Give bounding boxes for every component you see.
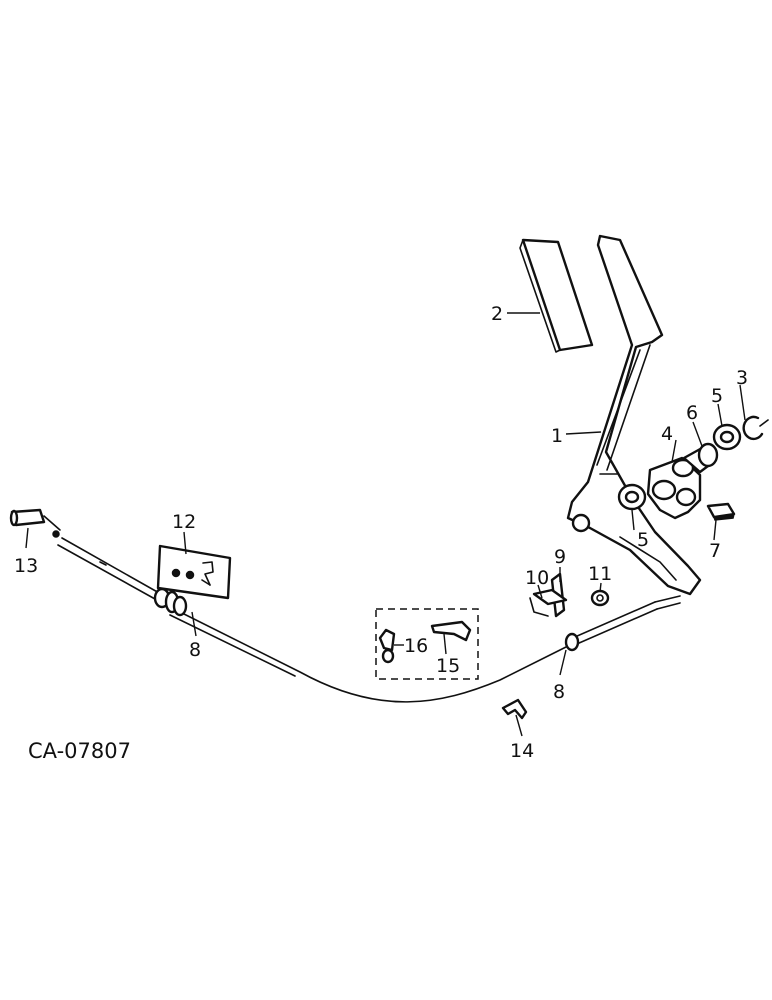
retaining-ring	[742, 415, 769, 441]
callout-2: 2	[491, 303, 503, 325]
pedal-lever	[566, 234, 702, 596]
pivot-bracket	[646, 456, 702, 520]
bushing	[682, 442, 719, 474]
callout-8-left: 8	[189, 639, 201, 661]
callout-15: 15	[436, 655, 460, 677]
clip-kit-box	[375, 608, 479, 680]
callout-6: 6	[686, 402, 698, 424]
callout-12: 12	[172, 511, 196, 533]
callout-16: 16	[404, 635, 428, 657]
callout-5-lower: 5	[637, 529, 649, 551]
nut	[590, 589, 610, 607]
callout-4: 4	[661, 423, 673, 445]
callout-14: 14	[510, 740, 534, 762]
callout-1: 1	[551, 425, 563, 447]
washer-left	[617, 483, 647, 511]
pedal-pad	[519, 238, 594, 353]
cable-clip	[501, 698, 528, 720]
washer-right	[712, 423, 742, 451]
callout-11: 11	[588, 563, 612, 585]
callout-10: 10	[525, 567, 549, 589]
callout-13: 13	[14, 555, 38, 577]
diagram-code: CA-07807	[28, 739, 131, 763]
leader-lines	[25, 312, 746, 737]
callout-5-upper: 5	[711, 385, 723, 407]
callout-7: 7	[709, 540, 721, 562]
bracket	[529, 572, 568, 618]
mounting-plate	[156, 544, 232, 600]
key-block	[706, 502, 736, 521]
control-cable	[57, 537, 681, 703]
cable-end-fitting	[9, 508, 61, 538]
callout-3: 3	[736, 367, 748, 389]
callout-8-right: 8	[553, 681, 565, 703]
callout-9: 9	[554, 546, 566, 568]
